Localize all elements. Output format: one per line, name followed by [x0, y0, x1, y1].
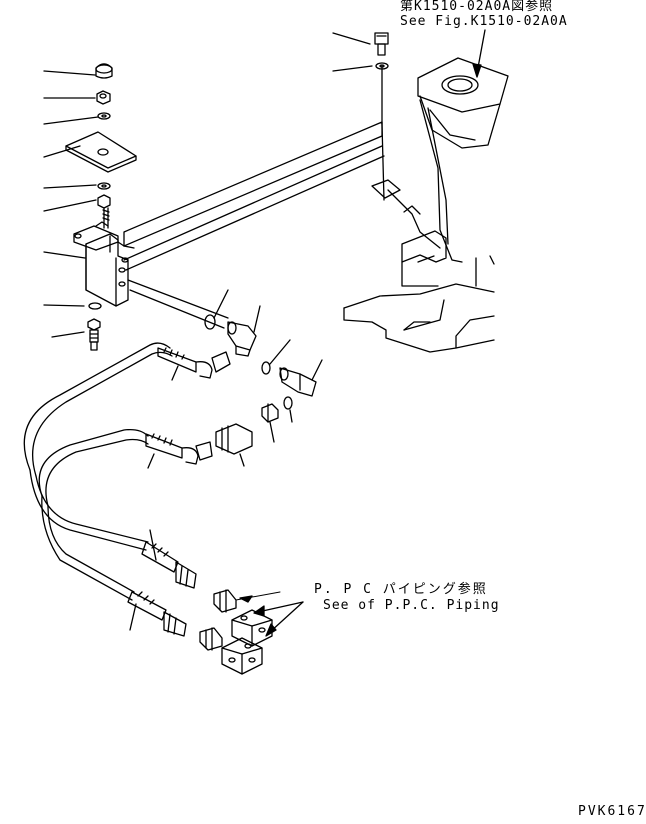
fitting-upper [214, 590, 280, 612]
ppc-reference-jp: P. P C パイピング参照 [314, 582, 488, 597]
hose-3 [30, 470, 196, 588]
plate-cover [66, 132, 136, 172]
ppc-leader-arrows [254, 602, 303, 636]
o-ring-left [89, 303, 101, 309]
ppc-block-upper [232, 610, 272, 646]
nut-lower [98, 195, 110, 208]
leader-lines-left [44, 71, 98, 337]
hose-1 [24, 343, 230, 476]
adapter-small [262, 404, 278, 442]
o-ring-mid-2 [262, 340, 290, 374]
washer-top-right [333, 63, 388, 71]
ppc-valve [74, 208, 128, 306]
rod-to-connector [128, 280, 228, 328]
o-ring-mid-1 [205, 290, 228, 329]
frame-structure [344, 58, 508, 352]
ppc-reference-en: See of P.P.C. Piping [323, 598, 500, 613]
frame-reference-jp: 第K1510-02A0A図参照 [400, 0, 554, 14]
drawing-code: PVK6167 [578, 804, 646, 819]
o-ring-mid-3 [284, 397, 292, 422]
bolt-top-right [333, 33, 388, 55]
washer-lower [98, 183, 110, 189]
elbow-fitting-left [88, 319, 100, 350]
hose-2 [39, 430, 212, 506]
adapter-large [216, 424, 252, 466]
connector-1 [228, 306, 260, 356]
connector-2 [280, 360, 322, 396]
washer-small [98, 113, 110, 119]
hose-4 [42, 496, 186, 636]
nut [97, 91, 110, 104]
ppc-block-lower [222, 638, 262, 674]
frame-reference-en: See Fig.K1510-02A0A [400, 14, 568, 29]
fitting-lower [200, 628, 222, 650]
ref-arrow [473, 30, 485, 77]
mounting-bracket [124, 66, 384, 270]
cap [96, 64, 112, 78]
